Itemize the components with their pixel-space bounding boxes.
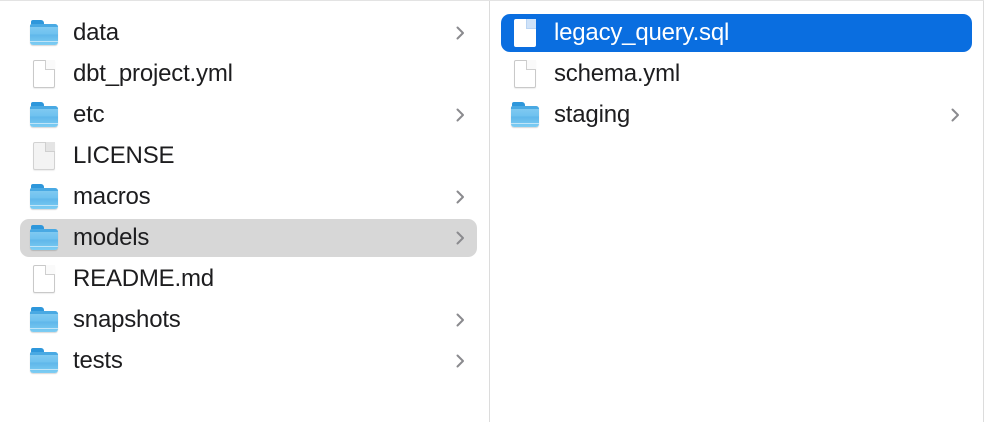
finder-item-row[interactable]: snapshots [20, 301, 477, 339]
finder-item-label: staging [554, 101, 630, 128]
folder-icon [30, 17, 60, 49]
folder-icon [30, 99, 60, 131]
finder-item-label: data [73, 19, 119, 46]
folder-icon [30, 345, 60, 377]
finder-item-row[interactable]: data [20, 14, 477, 52]
folder-icon [30, 304, 60, 336]
folder-icon [511, 99, 541, 131]
finder-item-row[interactable]: staging [501, 96, 972, 134]
finder-item-row[interactable]: LICENSE [20, 137, 477, 175]
finder-item-row[interactable]: dbt_project.yml [20, 55, 477, 93]
chevron-right-icon[interactable] [451, 24, 469, 42]
finder-item-row[interactable]: schema.yml [501, 55, 972, 93]
finder-item-label: models [73, 224, 150, 251]
finder-item-label: dbt_project.yml [73, 60, 233, 87]
folder-icon [30, 181, 60, 213]
finder-item-row[interactable]: models [20, 219, 477, 257]
chevron-right-icon[interactable] [451, 229, 469, 247]
finder-item-label: snapshots [73, 306, 181, 333]
finder-item-label: legacy_query.sql [554, 19, 730, 46]
finder-item-row[interactable]: etc [20, 96, 477, 134]
finder-item-label: etc [73, 101, 105, 128]
finder-item-row[interactable]: legacy_query.sql [501, 14, 972, 52]
finder-item-row[interactable]: README.md [20, 260, 477, 298]
document-icon [30, 263, 60, 295]
finder-item-row[interactable]: tests [20, 342, 477, 380]
finder-item-label: macros [73, 183, 151, 210]
chevron-right-icon[interactable] [451, 106, 469, 124]
document-icon [511, 17, 541, 49]
finder-item-label: schema.yml [554, 60, 681, 87]
folder-icon [30, 222, 60, 254]
chevron-right-icon[interactable] [946, 106, 964, 124]
document-icon [511, 58, 541, 90]
finder-item-label: LICENSE [73, 142, 175, 169]
document-icon [30, 58, 60, 90]
finder-item-label: README.md [73, 265, 214, 292]
chevron-right-icon[interactable] [451, 188, 469, 206]
chevron-right-icon[interactable] [451, 311, 469, 329]
finder-item-label: tests [73, 347, 123, 374]
finder-item-row[interactable]: macros [20, 178, 477, 216]
chevron-right-icon[interactable] [451, 352, 469, 370]
document-plain-icon [30, 140, 60, 172]
finder-column-two[interactable]: legacy_query.sql schema.yml staging [490, 1, 984, 422]
